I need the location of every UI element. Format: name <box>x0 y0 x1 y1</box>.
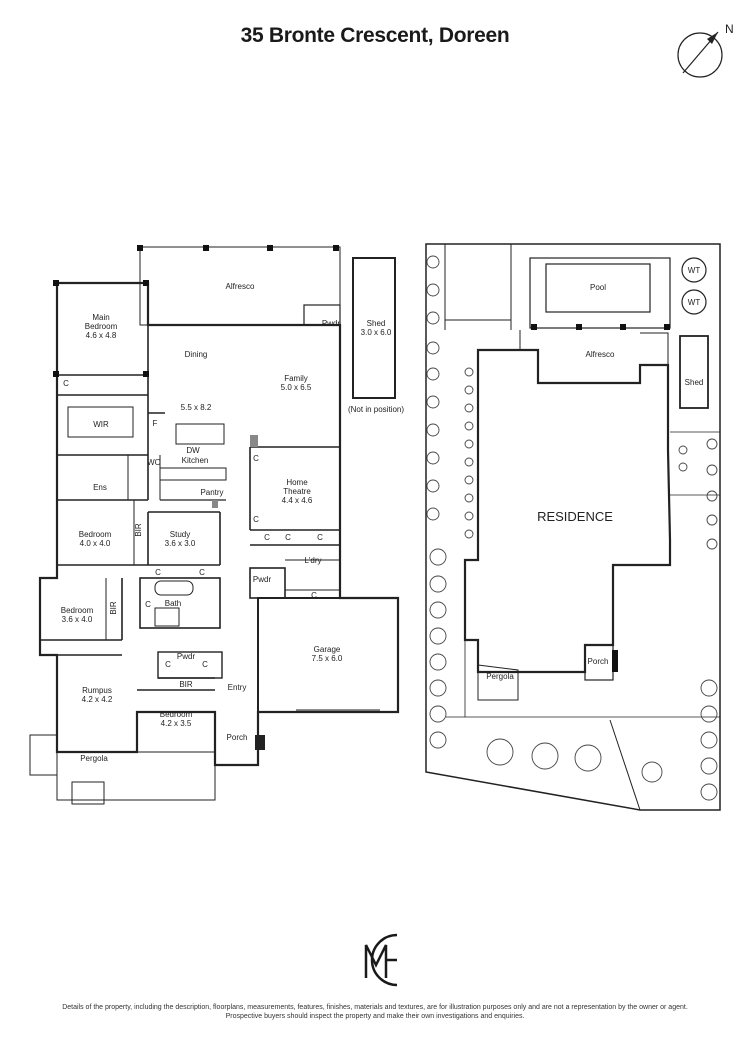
label-cupboard-11: C <box>165 660 171 669</box>
label-residence: RESIDENCE <box>537 509 613 524</box>
label-dw: DW <box>186 446 200 455</box>
label-study: Study <box>170 530 190 539</box>
label-bedroom-2: Bedroom <box>79 530 112 539</box>
label-fridge: F <box>153 419 158 428</box>
label-pantry: Pantry <box>200 488 223 497</box>
label-alfresco: Alfresco <box>226 282 255 291</box>
label-home-theatre: Home <box>286 478 308 487</box>
label-porch: Porch <box>227 733 248 742</box>
label-water-tank-1: WT <box>688 266 701 275</box>
label-cupboard-5: C <box>285 533 291 542</box>
label-main-bedroom: Main <box>92 313 109 322</box>
label-dining: Dining <box>185 350 208 359</box>
label-site-alfresco: Alfresco <box>586 350 615 359</box>
label-site-pergola: Pergola <box>486 672 514 681</box>
label-pergola: Pergola <box>80 754 108 763</box>
label-main-bedroom-size: 4.6 x 4.8 <box>86 331 117 340</box>
label-site-shed: Shed <box>685 378 704 387</box>
label-home-theatre-2: Theatre <box>283 487 311 496</box>
page-title: 35 Bronte Crescent, Doreen <box>240 24 510 47</box>
disclaimer-line-2: Prospective buyers should inspect the pr… <box>225 1013 525 1020</box>
label-cupboard-8: C <box>199 568 205 577</box>
label-site-porch: Porch <box>588 657 609 666</box>
label-shed: Shed <box>367 319 386 328</box>
label-cupboard-3: C <box>253 515 259 524</box>
label-pwdr-low: Pwdr <box>253 575 272 584</box>
label-bedroom-3: Bedroom <box>61 606 94 615</box>
mg-monogram-logo <box>364 933 398 987</box>
label-cupboard-2: C <box>253 454 259 463</box>
label-cupboard-12: C <box>202 660 208 669</box>
trees <box>426 255 718 801</box>
label-cupboard-10: C <box>311 591 317 600</box>
disclaimer-line-1: Details of the property, including the d… <box>62 1004 688 1011</box>
columns <box>53 245 339 508</box>
label-study-size: 3.6 x 3.0 <box>165 539 196 548</box>
label-pool: Pool <box>590 283 606 292</box>
label-kitchen-size: 5.5 x 8.2 <box>181 403 212 412</box>
label-cupboard-1: C <box>63 379 69 388</box>
label-cupboard-6: C <box>317 533 323 542</box>
label-not-in-position: (Not in position) <box>348 405 404 414</box>
label-entry: Entry <box>228 683 247 692</box>
label-garage-size: 7.5 x 6.0 <box>312 654 343 663</box>
north-label: N <box>725 22 734 36</box>
label-home-theatre-size: 4.4 x 4.6 <box>282 496 313 505</box>
label-bir-3: BIR <box>179 680 193 689</box>
floor-plan <box>29 246 400 805</box>
label-rumpus: Rumpus <box>82 686 112 695</box>
label-bedroom-4-size: 4.2 x 3.5 <box>161 719 192 728</box>
label-pwdr-top: Pwdr <box>322 319 341 328</box>
disclaimer: Details of the property, including the d… <box>10 1003 740 1021</box>
north-arrow-icon: N <box>677 22 734 78</box>
label-garage: Garage <box>314 645 341 654</box>
site-columns <box>531 324 670 672</box>
label-family-size: 5.0 x 6.5 <box>281 383 312 392</box>
label-bedroom-3-size: 3.6 x 4.0 <box>62 615 93 624</box>
label-bath: Bath <box>165 599 181 608</box>
label-bir-2: BIR <box>109 601 118 615</box>
label-rumpus-size: 4.2 x 4.2 <box>82 695 113 704</box>
label-ens: Ens <box>93 483 107 492</box>
label-shed-size: 3.0 x 6.0 <box>361 328 392 337</box>
label-cupboard-9: C <box>145 600 151 609</box>
label-cupboard-4: C <box>264 533 270 542</box>
label-wo: WO <box>147 458 161 467</box>
label-bedroom-4: Bedroom <box>160 710 193 719</box>
label-bedroom-2-size: 4.0 x 4.0 <box>80 539 111 548</box>
label-main-bedroom-2: Bedroom <box>85 322 118 331</box>
label-wir: WIR <box>93 420 109 429</box>
label-laundry: L'dry <box>304 556 321 565</box>
label-bir-1: BIR <box>134 523 143 537</box>
label-cupboard-7: C <box>155 568 161 577</box>
label-water-tank-2: WT <box>688 298 701 307</box>
site-plan <box>425 243 721 811</box>
label-family: Family <box>284 374 308 383</box>
label-kitchen: Kitchen <box>182 456 209 465</box>
label-pwdr-mid: Pwdr <box>177 652 196 661</box>
